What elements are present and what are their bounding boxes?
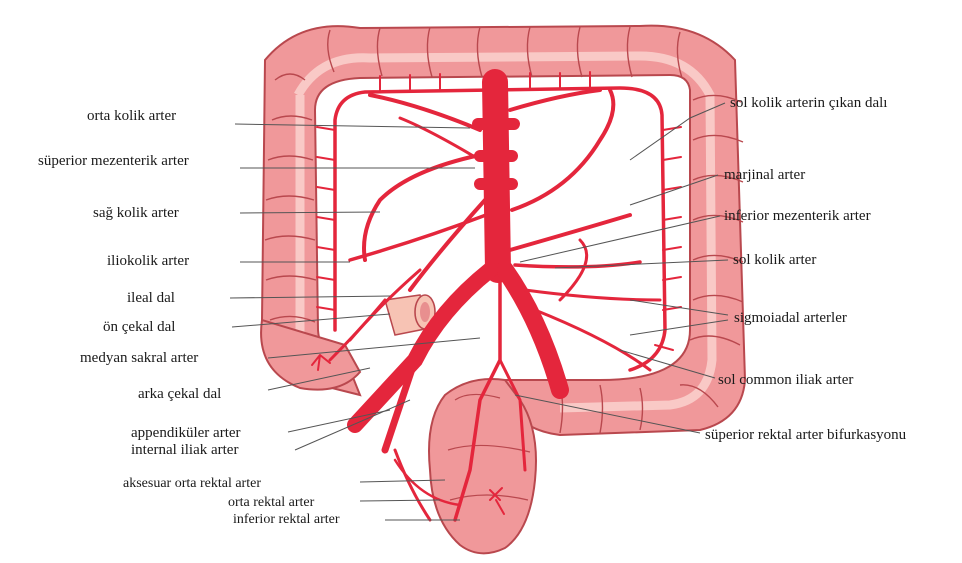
label-medyan-sakral-arter: medyan sakral arter — [80, 350, 198, 366]
label-superior-mezenterik-arter: süperior mezenterik arter — [38, 153, 189, 169]
label-inferior-mezenterik-arter: inferior mezenterik arter — [724, 208, 871, 224]
label-sigmoidal-arterler: sigmoiadal arterler — [734, 310, 847, 326]
label-orta-kolik-arter: orta kolik arter — [87, 108, 176, 124]
label-marjinal-arter: marjinal arter — [724, 167, 805, 183]
aorta — [495, 82, 498, 270]
label-appendikuler-arter: appendiküler arter — [131, 425, 241, 441]
label-sol-common-iliak-arter: sol common iliak arter — [718, 372, 853, 388]
label-iliokolik-arter: iliokolik arter — [107, 253, 189, 269]
label-sag-kolik-arter: sağ kolik arter — [93, 205, 179, 221]
label-orta-rektal-arter: orta rektal arter — [228, 495, 314, 511]
label-internal-iliak-arter: internal iliak arter — [131, 442, 238, 458]
label-arka-cekal-dal: arka çekal dal — [138, 386, 221, 402]
left-common-iliac — [505, 270, 560, 390]
label-aksesuar-orta-rektal-arter: aksesuar orta rektal arter — [123, 476, 261, 492]
label-inferior-rektal-arter: inferior rektal arter — [233, 512, 340, 528]
label-ileal-dal: ileal dal — [127, 290, 175, 306]
label-on-cekal-dal: ön çekal dal — [103, 319, 175, 335]
label-sol-kolik-arterin-cikan-dali: sol kolik arterin çıkan dalı — [730, 95, 887, 111]
label-sol-kolik-arter: sol kolik arter — [733, 252, 816, 268]
label-superior-rektal-arter-bifurkasyonu: süperior rektal arter bifurkasyonu — [705, 427, 906, 443]
